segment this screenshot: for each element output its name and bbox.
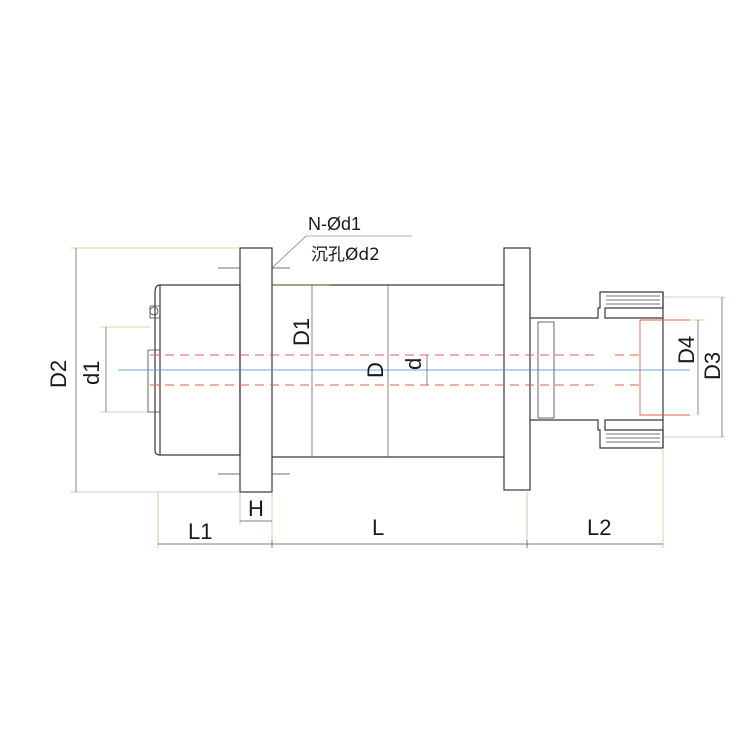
label-D: D [363,362,388,378]
label-counterbore: 沉孔Ød2 [311,245,380,265]
label-D2: D2 [46,360,71,388]
label-D3: D3 [700,352,725,380]
hidden-bore-lines [150,319,690,416]
label-D4: D4 [674,336,699,364]
label-L1: L1 [188,519,212,544]
label-d1: d1 [79,361,104,385]
label-H: H [248,496,264,521]
label-D1: D1 [289,318,314,346]
label-d: d [401,358,426,370]
hole-note-leader [271,235,412,269]
front-flange [503,247,531,491]
extension-lines [70,247,725,548]
label-holes: N-Ød1 [308,214,361,234]
label-L2: L2 [587,515,611,540]
label-L: L [372,515,384,540]
dimension-lines [75,248,723,548]
